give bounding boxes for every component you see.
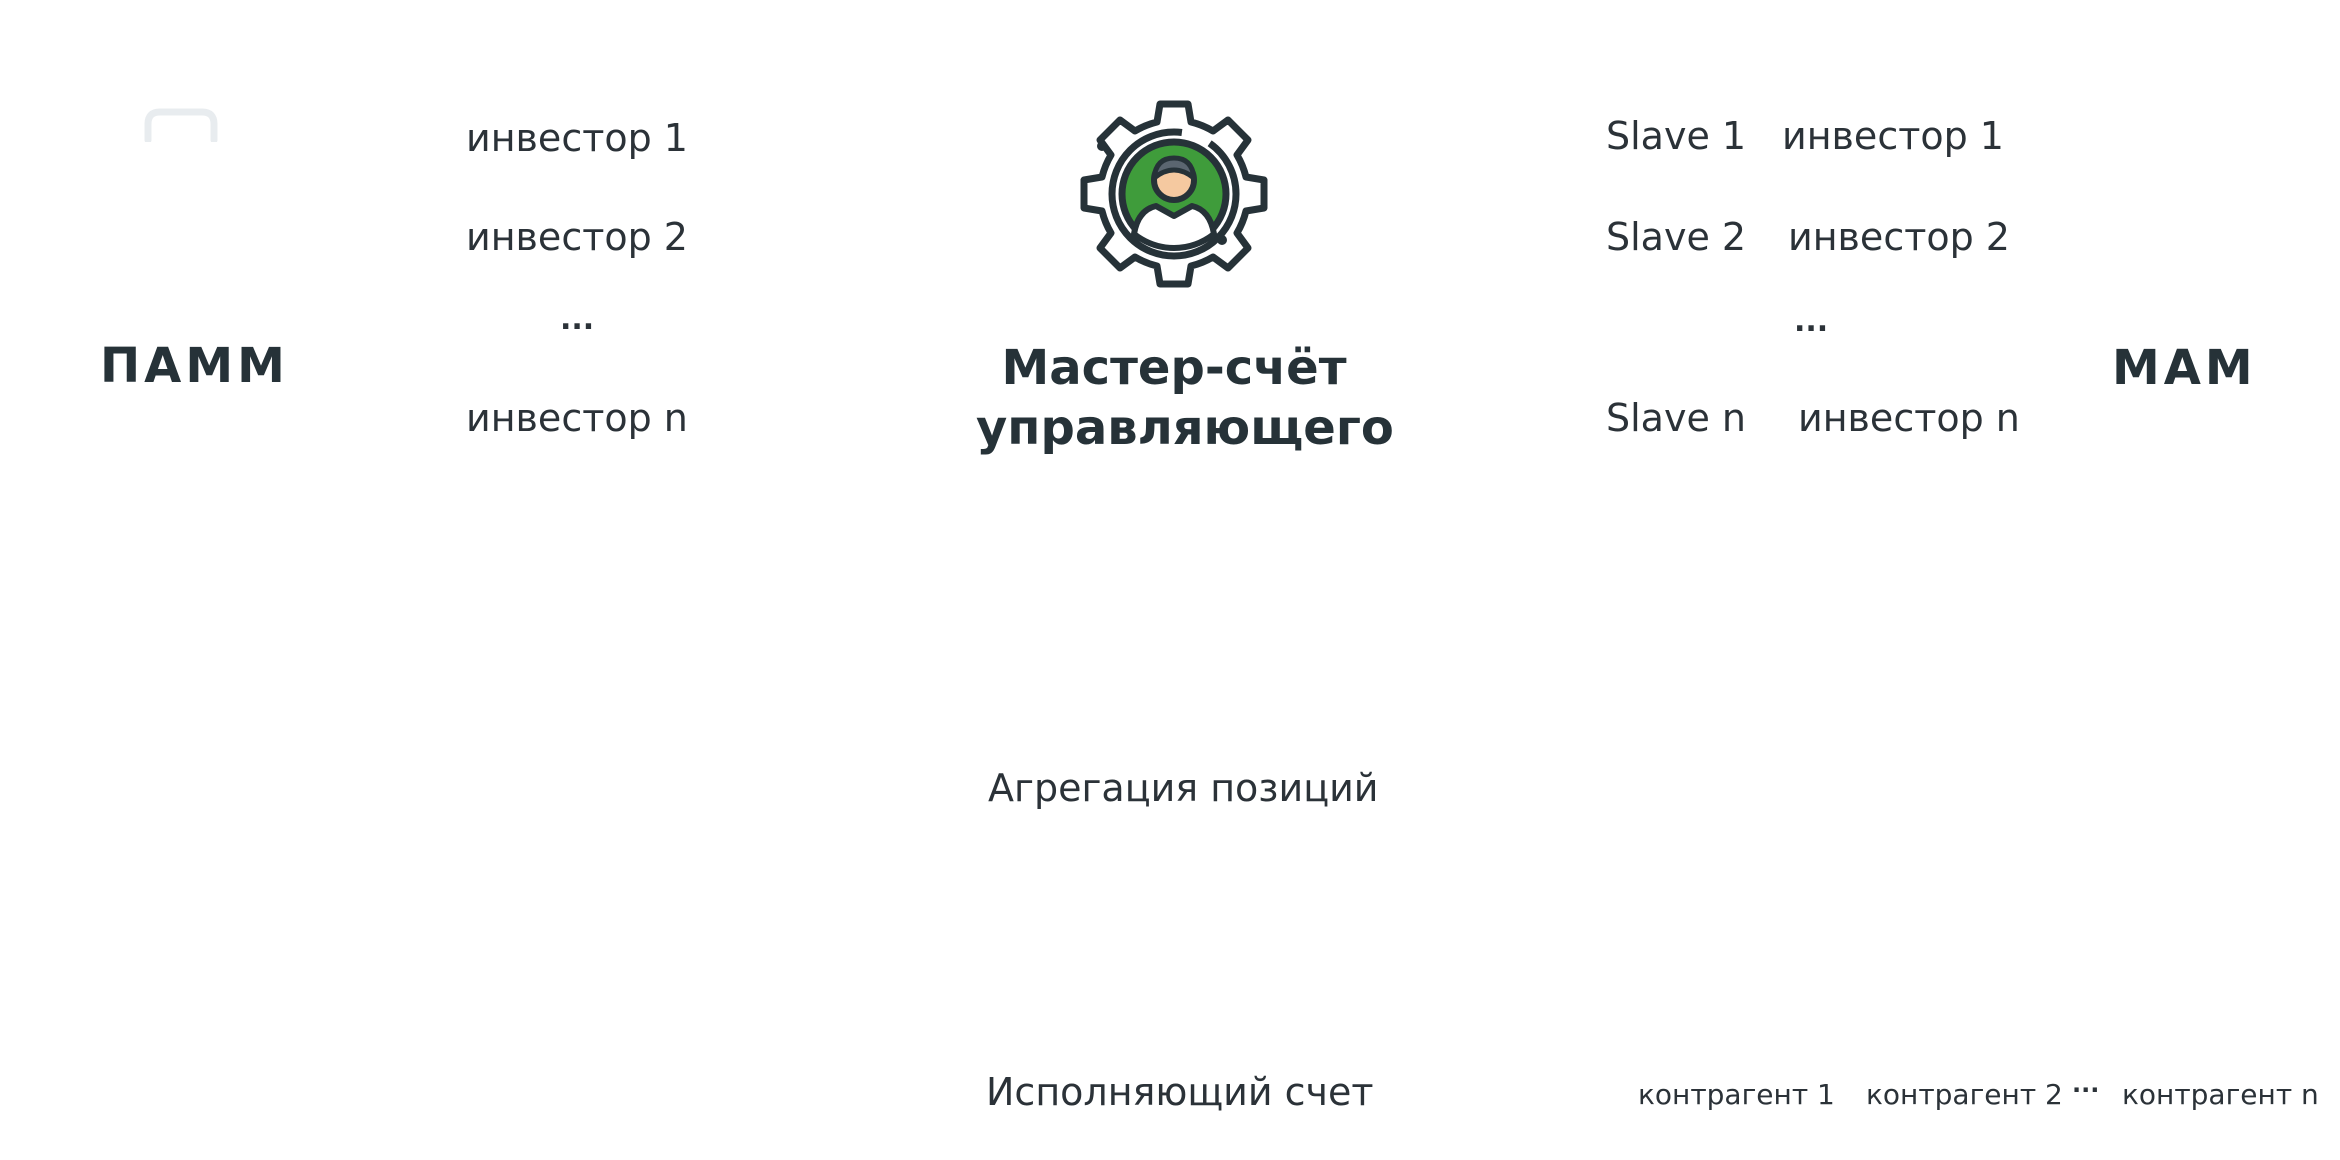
- bag-handle-icon: [144, 108, 218, 142]
- mam-slave-2: Slave 2: [1606, 215, 1747, 259]
- mam-investor-n: инвестор n: [1798, 396, 2020, 440]
- pamm-ellipsis: ...: [560, 302, 595, 337]
- pamm-investor-1: инвестор 1: [466, 116, 688, 160]
- aggregation-label: Агрегация позиций: [988, 766, 1379, 810]
- mam-ellipsis: ...: [1794, 304, 1829, 339]
- mam-label: МАМ: [2112, 340, 2257, 396]
- master-account-line1: Мастер-счёт: [1001, 340, 1347, 396]
- counterparty-1: контрагент 1: [1638, 1078, 1835, 1111]
- counterparty-n: контрагент n: [2122, 1078, 2319, 1111]
- mam-investor-1: инвестор 1: [1782, 114, 2004, 158]
- gear-manager-icon: [1080, 100, 1268, 288]
- pamm-investor-2: инвестор 2: [466, 215, 688, 259]
- pamm-investor-n: инвестор n: [466, 396, 688, 440]
- mam-slave-n: Slave n: [1606, 396, 1746, 440]
- counterparty-ellipsis: ...: [2072, 1070, 2100, 1098]
- master-account-label: Мастер-счёт управляющего: [976, 338, 1394, 458]
- master-account-line2: управляющего: [976, 400, 1394, 456]
- pamm-label: ПАММ: [100, 338, 289, 394]
- mam-slave-1: Slave 1: [1606, 114, 1747, 158]
- execution-account-label: Исполняющий счет: [986, 1070, 1374, 1114]
- counterparty-2: контрагент 2: [1866, 1078, 2063, 1111]
- mam-investor-2: инвестор 2: [1788, 215, 2010, 259]
